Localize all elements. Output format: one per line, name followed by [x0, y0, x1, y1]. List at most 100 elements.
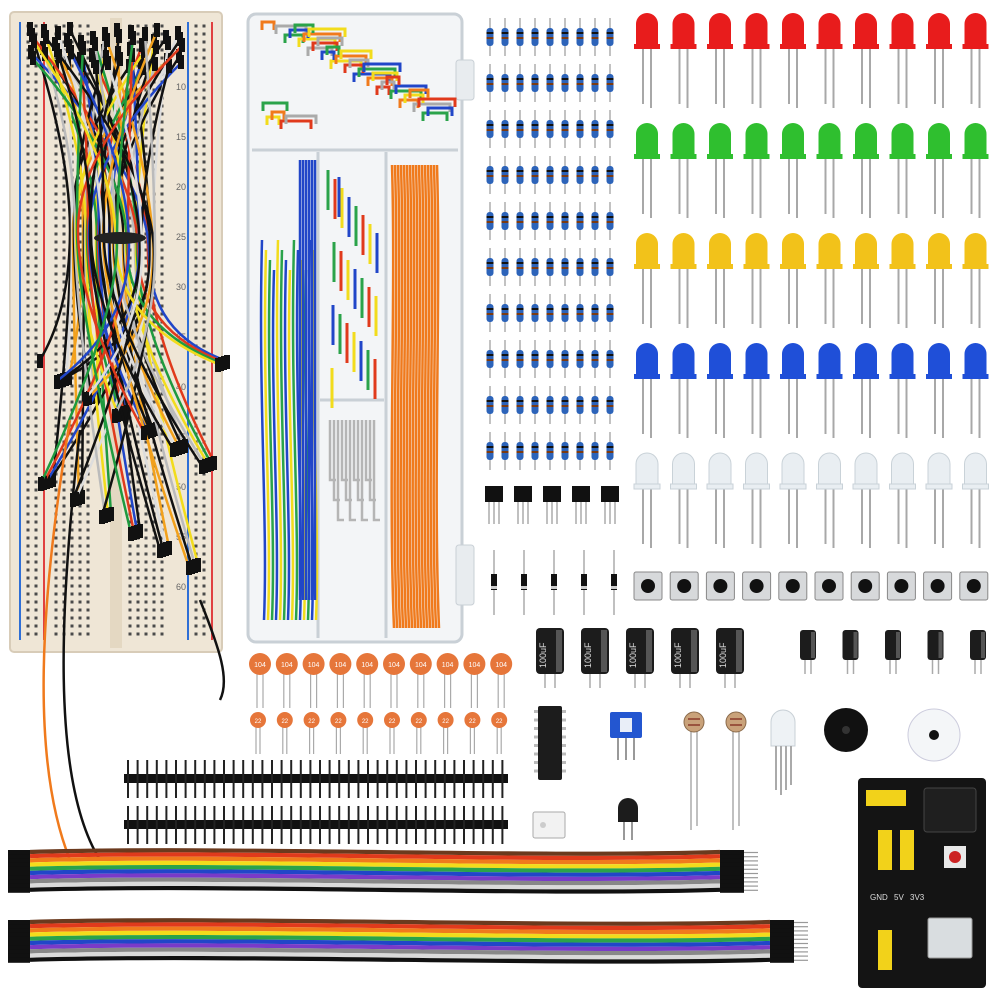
breadboard-hole	[34, 448, 38, 452]
breadboard-hole	[54, 600, 58, 604]
resistor-band	[531, 32, 539, 34]
breadboard-hole	[26, 344, 30, 348]
breadboard-hole	[70, 520, 74, 524]
breadboard-hole	[136, 552, 140, 556]
breadboard-hole	[26, 560, 30, 564]
transistor-body	[543, 486, 561, 502]
resistor-band	[501, 359, 509, 361]
dupont-connector	[8, 879, 30, 885]
breadboard-hole	[136, 24, 140, 28]
dupont-connector	[720, 854, 744, 860]
breadboard-hole	[86, 56, 90, 60]
capacitor-label: 100uF	[583, 642, 593, 668]
led-clear	[818, 452, 841, 487]
breadboard-hole	[194, 24, 198, 28]
breadboard-hole	[34, 504, 38, 508]
breadboard-hole	[144, 320, 148, 324]
breadboard-hole	[54, 192, 58, 196]
optocoupler-body	[532, 811, 566, 839]
breadboard-hole	[194, 56, 198, 60]
dupont-connector	[8, 875, 30, 881]
breadboard-hole	[202, 632, 206, 636]
breadboard-hole	[128, 600, 132, 604]
breadboard-hole	[62, 216, 66, 220]
breadboard-hole	[152, 624, 156, 628]
resistor-band	[546, 313, 554, 315]
resistor-band	[606, 400, 614, 402]
led-red	[782, 13, 804, 46]
resistor-band	[546, 221, 554, 223]
breadboard-hole	[26, 272, 30, 276]
breadboard-hole	[62, 280, 66, 284]
photoresistor-head	[683, 711, 705, 733]
breadboard-hole	[160, 432, 164, 436]
breadboard-hole	[194, 32, 198, 36]
breadboard-hole	[194, 608, 198, 612]
resistor-band	[486, 405, 494, 407]
short-jumper	[270, 110, 286, 120]
led-rim	[670, 44, 697, 49]
ceramic-capacitor-104	[463, 653, 486, 675]
breadboard-hole	[34, 312, 38, 316]
breadboard-hole	[160, 568, 164, 572]
breadboard-hole	[152, 616, 156, 620]
breadboard-hole	[62, 416, 66, 420]
breadboard-hole	[70, 552, 74, 556]
breadboard-hole	[62, 312, 66, 316]
resistor-band	[546, 83, 554, 85]
breadboard-hole	[202, 312, 206, 316]
jumper-connector	[67, 22, 73, 36]
resistor-band	[501, 446, 509, 448]
transistor-body	[485, 486, 503, 502]
breadboard-hole	[34, 432, 38, 436]
push-button-cap	[858, 579, 873, 593]
breadboard-hole	[136, 136, 140, 140]
resistor-band	[606, 124, 614, 126]
breadboard-hole	[62, 256, 66, 260]
breadboard-hole	[54, 496, 58, 500]
breadboard-hole	[26, 264, 30, 268]
led-rim	[780, 44, 806, 49]
resistor-band	[561, 124, 569, 126]
dupont-connector	[720, 887, 744, 893]
ceramic-capacitor-22	[437, 712, 454, 728]
breadboard-hole	[202, 280, 206, 284]
breadboard-hole	[128, 568, 132, 572]
breadboard-hole	[34, 160, 38, 164]
ceramic-capacitor-22	[250, 712, 266, 728]
breadboard-hole	[34, 464, 38, 468]
ceramic-label: 22	[308, 719, 315, 725]
breadboard-hole	[144, 584, 148, 588]
breadboard-hole	[26, 64, 30, 68]
resistor-band	[531, 308, 539, 310]
ribbon-wire	[29, 926, 771, 935]
resistor-band	[546, 308, 554, 310]
resistor-band	[531, 451, 539, 453]
long-jumper-orange	[390, 164, 396, 629]
diode-body	[521, 574, 527, 590]
breadboard-hole	[144, 280, 148, 284]
breadboard-hole	[128, 552, 132, 556]
breadboard-hole	[86, 104, 90, 108]
led-yellow	[782, 233, 804, 266]
usb-port	[927, 917, 973, 959]
resistor-band	[591, 170, 599, 172]
resistor-band	[606, 267, 614, 269]
resistor-band	[561, 221, 569, 223]
breadboard-hole	[128, 624, 132, 628]
breadboard-hole	[86, 432, 90, 436]
breadboard-hole	[194, 96, 198, 100]
breadboard-hole	[128, 432, 132, 436]
breadboard-hole	[26, 360, 30, 364]
dc-jack	[923, 787, 977, 833]
breadboard-hole	[128, 504, 132, 508]
breadboard-hole	[34, 72, 38, 76]
breadboard-hole	[144, 536, 148, 540]
breadboard-hole	[86, 360, 90, 364]
breadboard-hole	[26, 400, 30, 404]
breadboard-hole	[194, 544, 198, 548]
breadboard-hole	[194, 384, 198, 388]
resistor-band	[486, 359, 494, 361]
breadboard-hole	[62, 576, 66, 580]
long-jumper-orange	[399, 164, 405, 629]
